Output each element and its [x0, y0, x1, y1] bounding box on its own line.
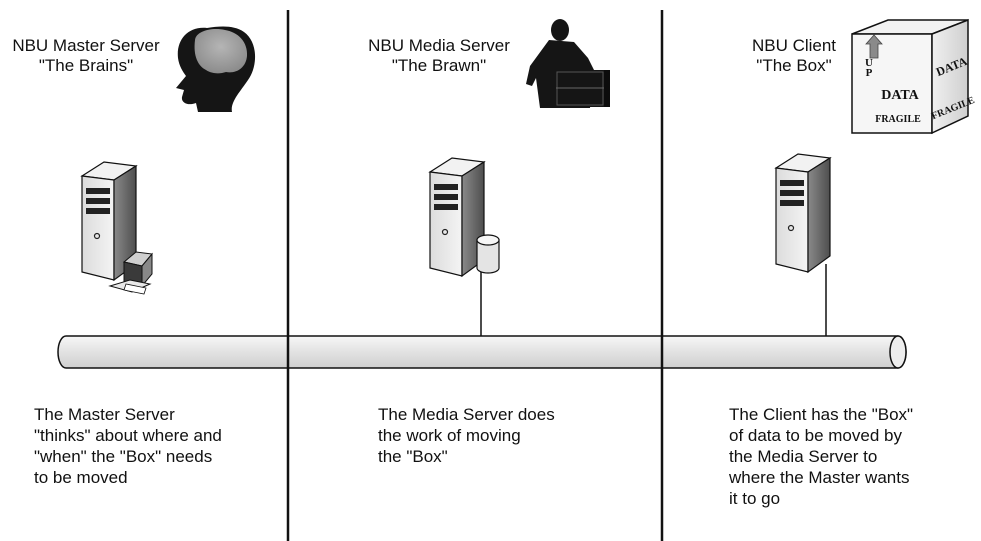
client-description: The Client has the "Box" of data to be m…: [729, 404, 969, 509]
client-desc-line-2: of data to be moved by: [729, 426, 902, 445]
person-carrying-box-icon: [526, 19, 610, 108]
master-desc-line-4: to be moved: [34, 468, 128, 487]
client-title-line2: "The Box": [756, 56, 832, 75]
media-desc-line-1: The Media Server does: [378, 405, 555, 424]
client-title-line1: NBU Client: [751, 36, 837, 55]
media-server-title: NBU Media Server "The Brawn": [354, 36, 524, 76]
client-desc-line-5: it to go: [729, 489, 781, 508]
client-title: NBU Client "The Box": [736, 36, 852, 76]
box-label-fragile-front: FRAGILE: [875, 114, 921, 125]
master-desc-line-2: "thinks" about where and: [34, 426, 222, 445]
box-label-data-front: DATA: [881, 88, 919, 103]
master-desc-line-1: The Master Server: [34, 405, 175, 424]
media-server-title-line2: "The Brawn": [391, 56, 487, 75]
network-bus: [57, 335, 907, 369]
media-server-tower-icon: [428, 157, 486, 278]
client-server-tower-icon: [774, 153, 832, 274]
box-label-up: UP: [865, 57, 873, 79]
fragile-box-icon: [851, 18, 969, 135]
media-server-description: The Media Server does the work of moving…: [378, 404, 638, 467]
client-desc-line-1: The Client has the "Box": [729, 405, 914, 424]
media-server-title-line1: NBU Media Server: [368, 36, 510, 55]
media-desc-line-3: the "Box": [378, 447, 448, 466]
master-server-description: The Master Server "thinks" about where a…: [34, 404, 274, 488]
master-server-title-line2: "The Brains": [38, 56, 134, 75]
storage-cylinder-icon: [476, 234, 500, 274]
master-server-tower-icon: [80, 161, 153, 295]
master-server-title: NBU Master Server "The Brains": [2, 36, 170, 76]
client-desc-line-3: the Media Server to: [729, 447, 878, 466]
client-desc-line-4: where the Master wants: [729, 468, 910, 487]
master-desc-line-3: "when" the "Box" needs: [34, 447, 213, 466]
head-silhouette-icon: [176, 26, 256, 112]
master-server-title-line1: NBU Master Server: [12, 36, 160, 55]
media-desc-line-2: the work of moving: [378, 426, 521, 445]
